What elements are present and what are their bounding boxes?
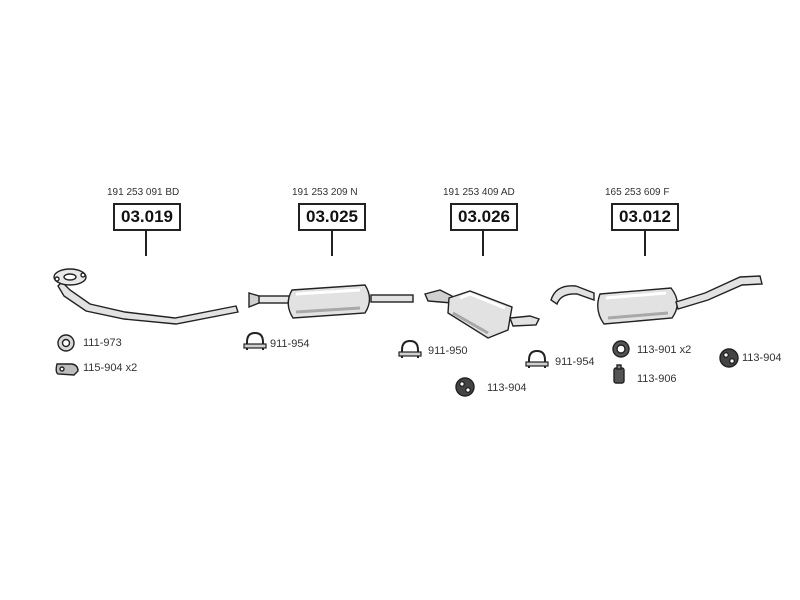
accessory-label-111-973[interactable]: 111-973 (83, 337, 122, 349)
u-bolt-clamp-icon (243, 331, 267, 350)
part-code-box-front-pipe[interactable]: 03.019 (113, 203, 181, 231)
leader-lines (145, 229, 646, 256)
oem-number-middle-silencer: 191 253 409 AD (443, 187, 515, 198)
oem-number-front-pipe: 191 253 091 BD (107, 187, 180, 198)
part-code-box-center-muffler[interactable]: 03.025 (298, 203, 366, 231)
accessory-label-113-904-right[interactable]: 113-904 (742, 352, 782, 364)
u-bolt-clamp-icon (398, 339, 422, 358)
accessory-label-113-904-middle[interactable]: 113-904 (487, 382, 527, 394)
rubber-hanger-icon (613, 364, 625, 384)
u-bolt-clamp-icon (525, 349, 549, 368)
accessory-label-911-954-center[interactable]: 911-954 (270, 338, 310, 350)
center-muffler-drawing (248, 284, 414, 319)
rubber-mount-icon (719, 348, 739, 368)
oem-number-center-muffler: 191 253 209 N (292, 187, 358, 198)
rubber-ring-icon (612, 340, 630, 358)
rubber-mount-icon (455, 377, 475, 397)
accessory-label-911-950[interactable]: 911-950 (428, 345, 468, 357)
accessory-label-113-901[interactable]: 113-901 x2 (637, 344, 692, 356)
middle-silencer-drawing (424, 289, 540, 339)
rear-silencer-drawing (550, 275, 763, 325)
accessory-label-911-954-right[interactable]: 911-954 (555, 356, 595, 368)
accessory-label-115-904[interactable]: 115-904 x2 (83, 362, 138, 374)
bracket-clamp-icon (55, 363, 79, 376)
part-code-box-middle-silencer[interactable]: 03.026 (450, 203, 518, 231)
accessory-label-113-906[interactable]: 113-906 (637, 373, 677, 385)
gasket-ring-icon (57, 334, 75, 352)
front-pipe-drawing (53, 268, 239, 325)
oem-number-rear-silencer: 165 253 609 F (605, 187, 670, 198)
